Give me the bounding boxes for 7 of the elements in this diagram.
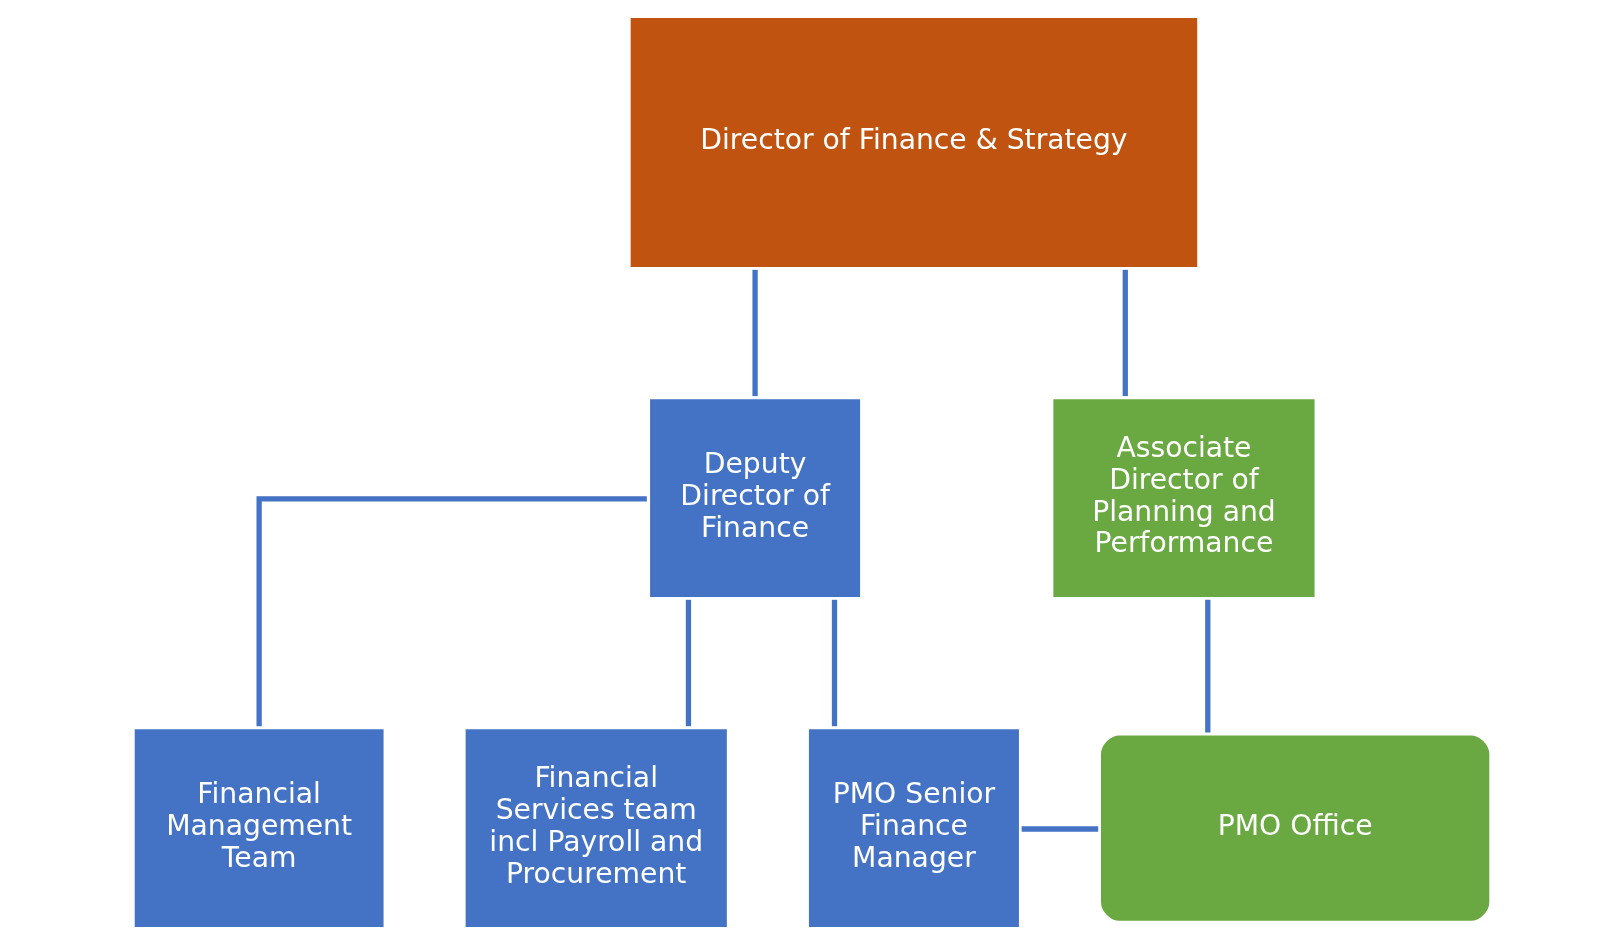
connector — [685, 599, 691, 727]
connector — [751, 269, 758, 397]
connector — [256, 496, 647, 727]
connector — [1204, 599, 1210, 733]
connector — [1021, 826, 1098, 832]
connector — [1122, 269, 1128, 397]
connector — [831, 599, 837, 727]
